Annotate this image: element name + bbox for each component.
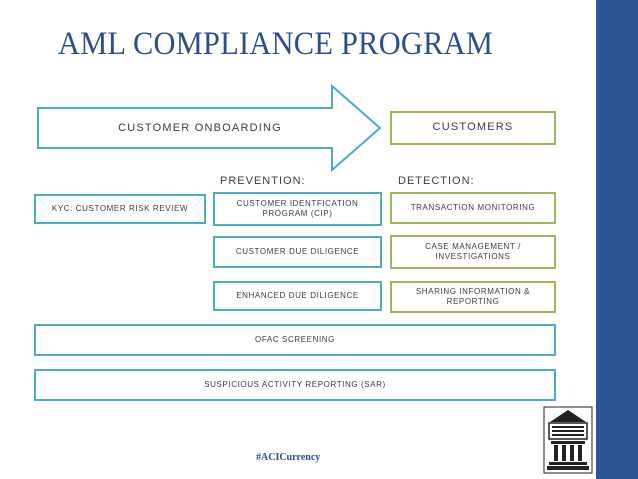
kyc-risk-review-box: KYC: CUSTOMER RISK REVIEW (34, 194, 206, 224)
aci-logo-icon (543, 406, 593, 474)
customers-box: CUSTOMERS (390, 111, 556, 145)
sharing-information-box: SHARING INFORMATION & REPORTING (390, 281, 556, 313)
ofac-screening-box: OFAC SCREENING (34, 324, 556, 356)
slide-sidebar-band (596, 0, 638, 479)
sar-box: SUSPICIOUS ACTIVITY REPORTING (SAR) (34, 369, 556, 401)
cip-box: CUSTOMER IDENTFICATION PROGRAM (CIP) (213, 192, 382, 226)
customer-due-diligence-box: CUSTOMER DUE DILIGENCE (213, 236, 382, 268)
customer-onboarding-label: CUSTOMER ONBOARDING (118, 122, 282, 134)
page-title: AML COMPLIANCE PROGRAM (58, 26, 494, 62)
enhanced-due-diligence-box: ENHANCED DUE DILIGENCE (213, 281, 382, 311)
detection-label: DETECTION: (398, 175, 475, 187)
transaction-monitoring-box: TRANSACTION MONITORING (390, 192, 556, 224)
case-management-box: CASE MANAGEMENT / INVESTIGATIONS (390, 235, 556, 269)
prevention-label: PREVENTION: (220, 175, 306, 187)
hashtag: #ACICurrency (256, 452, 321, 463)
